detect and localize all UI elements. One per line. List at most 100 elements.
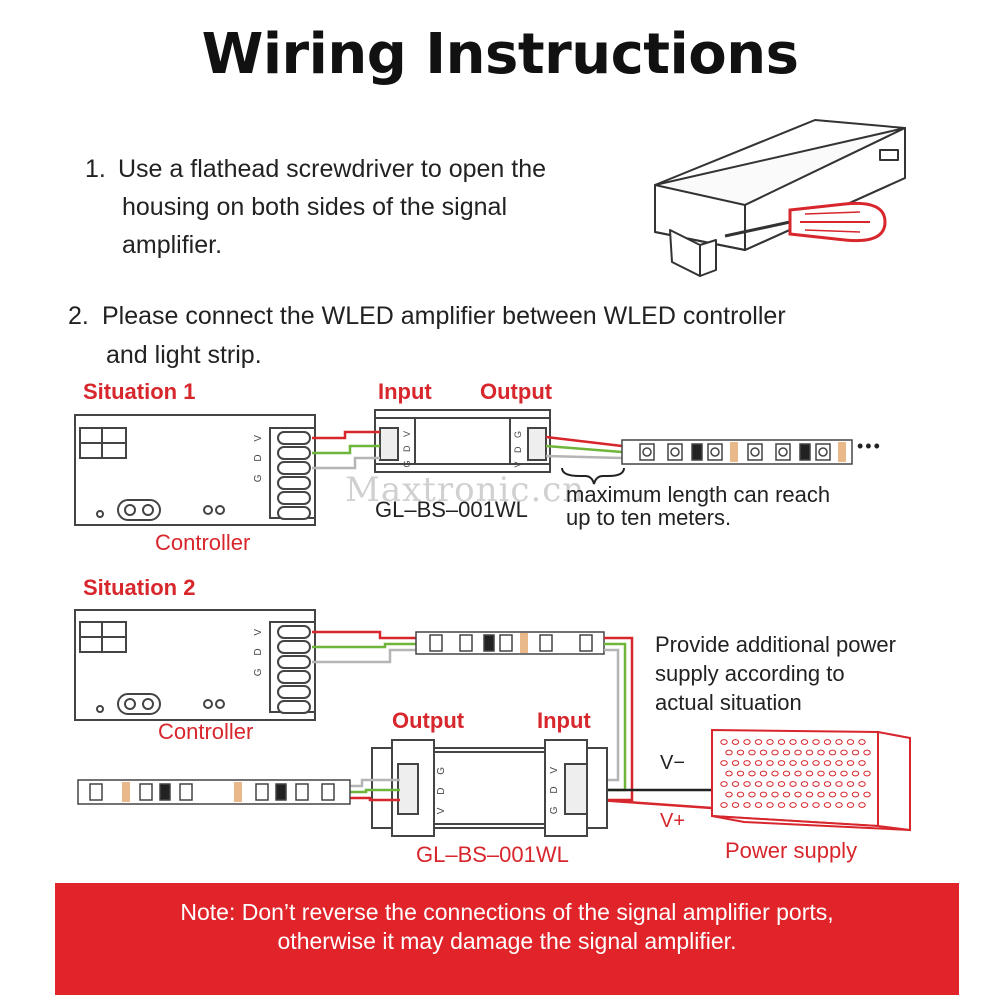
vent-hole <box>766 802 774 808</box>
step1-line1: Use a flathead screwdriver to open the <box>118 155 547 183</box>
vent-hole <box>766 781 774 787</box>
vent-hole <box>812 802 820 808</box>
vent-hole <box>858 781 866 787</box>
max-length-line1: maximum length can reach <box>566 482 831 507</box>
step2-line1: Please connect the WLED amplifier betwee… <box>102 302 786 330</box>
vent-hole <box>759 791 768 798</box>
vent-hole <box>725 749 733 756</box>
vent-hole <box>863 791 871 798</box>
controller2-pins: G D V <box>253 624 264 677</box>
situation2-controller-label: Controller <box>158 719 254 744</box>
vent-hole <box>828 770 837 777</box>
amp2-input-pins: G D V <box>549 762 560 815</box>
vent-hole <box>725 770 733 777</box>
vent-hole <box>789 760 797 766</box>
vent-hole <box>840 770 848 777</box>
amp1-input-pins: G D V <box>402 428 412 468</box>
vent-hole <box>771 749 779 756</box>
amp1-output-pins: V D G <box>513 428 523 468</box>
vent-hole <box>828 749 837 756</box>
v-minus-label: V− <box>660 752 686 774</box>
vent-hole <box>754 781 763 787</box>
vent-hole <box>828 791 837 798</box>
vent-hole <box>743 760 751 766</box>
vent-hole <box>789 781 797 787</box>
vent-hole <box>863 749 871 756</box>
power-wires <box>597 788 713 810</box>
vent-hole <box>817 749 825 756</box>
wires-output-to-strip-2 <box>350 778 400 802</box>
length-brace <box>561 467 625 485</box>
situation1-input-label: Input <box>378 379 432 404</box>
vent-hole <box>743 781 751 787</box>
vent-hole <box>743 739 751 745</box>
vent-hole <box>766 760 774 766</box>
situation2-label: Situation 2 <box>83 575 196 600</box>
vent-hole <box>771 791 779 798</box>
vent-hole <box>782 791 791 798</box>
step1-line2: housing on both sides of the signal <box>122 193 507 221</box>
led-strip-2-top <box>415 631 605 655</box>
led-strip-1 <box>621 439 853 465</box>
vent-hole <box>851 749 860 756</box>
vent-hole <box>794 791 802 798</box>
vent-hole <box>731 802 740 808</box>
step2-line2: and light strip. <box>106 341 262 369</box>
amp2-output-pins: V D G <box>436 762 447 815</box>
vent-hole <box>731 760 740 766</box>
vent-hole <box>812 760 820 766</box>
vent-hole <box>720 781 728 787</box>
vent-hole <box>823 760 832 766</box>
vent-hole <box>777 781 786 787</box>
note-line2: otherwise it may damage the signal ampli… <box>277 928 737 954</box>
wires-controller-to-input-1 <box>312 430 380 470</box>
vent-hole <box>858 739 866 745</box>
vent-hole <box>858 802 866 808</box>
vent-hole <box>823 781 832 787</box>
controller-board-2 <box>74 609 316 721</box>
vent-hole <box>777 760 786 766</box>
situation1-label: Situation 1 <box>83 379 196 404</box>
vent-hole <box>851 791 860 798</box>
v-plus-label: V+ <box>660 810 686 832</box>
vent-hole <box>736 791 745 798</box>
vent-hole <box>725 791 733 798</box>
power-note-line1: Provide additional power <box>655 632 896 657</box>
vent-hole <box>754 802 763 808</box>
vent-hole <box>851 770 860 777</box>
vent-hole <box>800 781 809 787</box>
vent-hole <box>720 802 728 808</box>
vent-hole <box>743 802 751 808</box>
vent-hole <box>766 739 774 745</box>
vent-hole <box>782 749 791 756</box>
vent-hole <box>835 802 843 808</box>
max-length-line2: up to ten meters. <box>566 505 732 530</box>
vent-hole <box>720 739 728 745</box>
vent-hole <box>846 739 855 745</box>
vent-hole <box>777 802 786 808</box>
wires-output-to-strip-1 <box>545 435 623 460</box>
situation2-output-label: Output <box>392 708 465 733</box>
vent-hole <box>748 770 756 777</box>
situation2-amp-model: GL–BS–001WL <box>416 842 569 867</box>
vent-hole <box>754 760 763 766</box>
power-supply-label: Power supply <box>725 838 858 863</box>
vent-hole <box>823 802 832 808</box>
vent-hole <box>748 749 756 756</box>
vent-hole <box>731 781 740 787</box>
step1-number: 1. <box>85 155 106 183</box>
situation1-output-label: Output <box>480 379 553 404</box>
led-strip-2-bottom <box>77 779 351 805</box>
vent-hole <box>794 749 802 756</box>
step1-line3: amplifier. <box>122 231 223 259</box>
situation2-input-label: Input <box>537 708 591 733</box>
vent-hole <box>823 739 832 745</box>
vent-hole <box>789 802 797 808</box>
vent-hole <box>846 760 855 766</box>
vent-hole <box>858 760 866 766</box>
situation1-controller-label: Controller <box>155 530 251 555</box>
vent-hole <box>840 749 848 756</box>
vent-hole <box>759 749 768 756</box>
signal-amplifier-2 <box>371 739 608 837</box>
situation1-amp-model: GL–BS–001WL <box>375 497 528 522</box>
